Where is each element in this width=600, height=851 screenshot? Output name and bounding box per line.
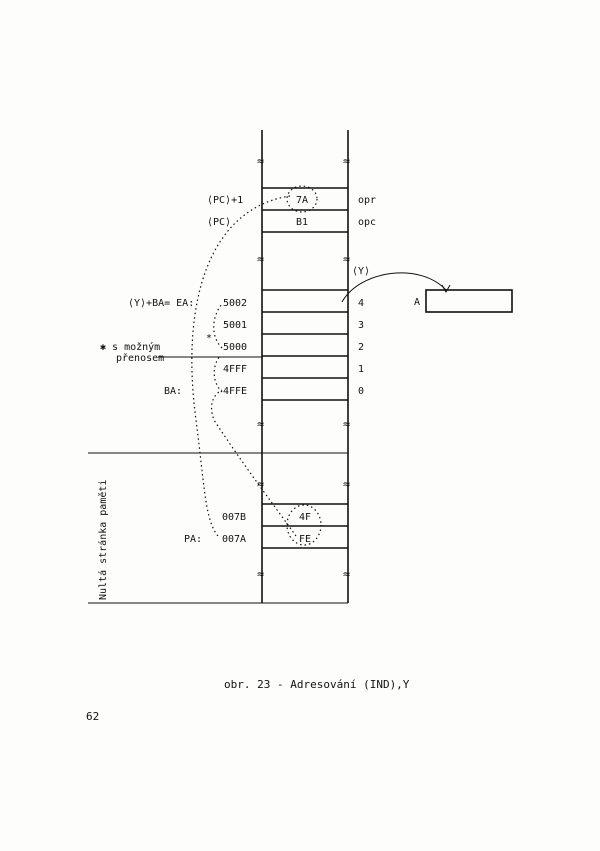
- address-007b: 007B: [222, 512, 246, 523]
- svg-text:≈: ≈: [343, 417, 350, 431]
- offset-4: 4: [358, 298, 364, 309]
- zero-page-cells: 4F FE: [262, 503, 348, 549]
- pointer-address-label: PA:: [184, 534, 202, 545]
- address-5002: 5002: [223, 298, 247, 309]
- address-4ffe: 4FFE: [223, 386, 247, 397]
- ba-to-5000-arrow: [213, 355, 223, 393]
- base-address-label: BA:: [164, 386, 182, 397]
- address-007a: 007A: [222, 534, 246, 545]
- offset-3: 3: [358, 320, 364, 331]
- svg-text:≈: ≈: [257, 252, 264, 266]
- zero-page-cell-low: FE: [299, 534, 311, 545]
- svg-text:≈: ≈: [257, 567, 264, 581]
- effective-address-label: ⟨Y⟩+BA= EA:: [128, 298, 194, 309]
- opcode-cell: B1: [296, 217, 308, 228]
- break-marks: ≈ ≈ ≈ ≈ ≈ ≈ ≈ ≈ ≈ ≈: [257, 154, 350, 581]
- svg-text:≈: ≈: [257, 477, 264, 491]
- accumulator-box: [425, 289, 513, 313]
- offset-2: 2: [358, 342, 364, 353]
- zero-page-side-label: Nultá stránka paměti: [97, 480, 109, 600]
- pc-plus-1-label: ⟨PC⟩+1: [207, 195, 243, 206]
- address-4fff: 4FFF: [223, 364, 247, 375]
- zero-page-cell-high: 4F: [299, 512, 311, 523]
- address-5000: 5000: [223, 342, 247, 353]
- instruction-cells: 7A B1: [262, 185, 348, 233]
- svg-text:≈: ≈: [343, 567, 350, 581]
- pointer-highlight: [286, 504, 322, 546]
- svg-text:≈: ≈: [257, 417, 264, 431]
- accumulator-label: A: [414, 297, 420, 308]
- carry-star: *: [206, 333, 212, 344]
- operand-cell: 7A: [296, 195, 308, 206]
- offset-1: 1: [358, 364, 364, 375]
- indexed-cells: [262, 289, 348, 401]
- load-arrowhead: [441, 284, 451, 294]
- carry-note-line1: ✱ s možným: [100, 341, 160, 353]
- svg-text:≈: ≈: [343, 252, 350, 266]
- opr-label: opr: [358, 195, 376, 206]
- load-arrow: [341, 272, 447, 303]
- figure-caption: obr. 23 - Adresování (IND),Y: [224, 678, 410, 691]
- opc-label: opc: [358, 217, 376, 228]
- svg-text:≈: ≈: [343, 477, 350, 491]
- operand-to-pa-arrow: [191, 195, 291, 537]
- svg-text:≈: ≈: [343, 154, 350, 168]
- y-register-header: ⟨Y⟩: [352, 266, 370, 277]
- carry-note-line2: přenosem: [116, 352, 164, 364]
- address-5001: 5001: [223, 320, 247, 331]
- pc-label: ⟨PC⟩: [207, 217, 231, 228]
- offset-0: 0: [358, 386, 364, 397]
- 5000-to-5002-arrow: [213, 303, 223, 349]
- svg-text:≈: ≈: [257, 154, 264, 168]
- page-number: 62: [86, 710, 99, 723]
- operand-highlight: [286, 185, 318, 213]
